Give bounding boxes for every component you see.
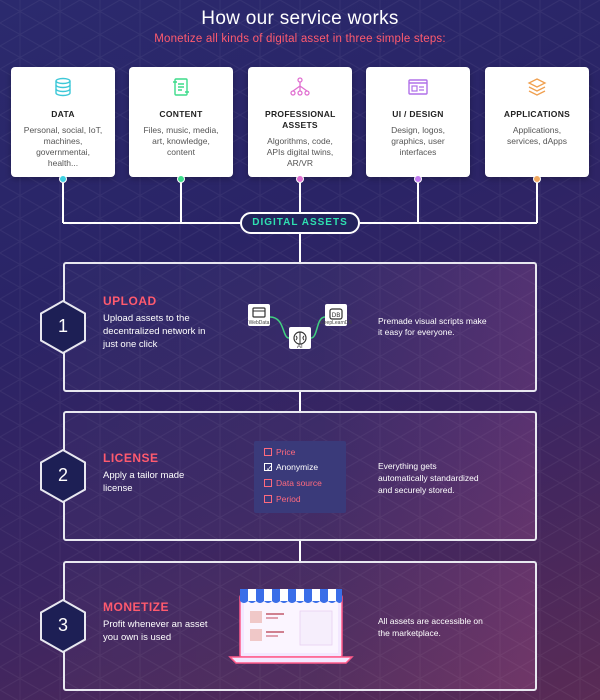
license-option-period[interactable]: Period: [264, 493, 301, 505]
script-node-ai[interactable]: [289, 327, 311, 349]
card-desc-line: Applications,: [512, 125, 562, 135]
step-note-line: Everything gets: [378, 461, 437, 471]
step-note-line: it easy for everyone.: [378, 327, 455, 337]
hexagon-badge: [40, 299, 86, 355]
card-desc-line: content: [167, 147, 195, 157]
card-desc-line: graphics, user: [391, 136, 445, 146]
script-node-label: AI: [297, 344, 303, 350]
content-icon: [173, 78, 189, 96]
card-connector-dot: [414, 175, 422, 183]
step-number: 2: [57, 465, 68, 485]
step-note-line: automatically standardized: [378, 473, 479, 483]
step-title: UPLOAD: [103, 294, 157, 308]
page-subtitle: Monetize all kinds of digital asset in t…: [154, 33, 446, 45]
script-node-label: WebData: [248, 320, 270, 326]
checkbox-checked[interactable]: ✓: [264, 462, 273, 473]
step-title: MONETIZE: [103, 600, 169, 614]
card-desc-line: interfaces: [399, 147, 437, 157]
checkbox[interactable]: [264, 447, 272, 456]
card-data[interactable]: DATA Personal, social, IoT, machines, go…: [11, 67, 115, 177]
license-option-data-source[interactable]: Data source: [264, 477, 322, 489]
step-number: 3: [57, 615, 68, 635]
card-desc-line: AR/VR: [287, 158, 313, 168]
step-desc-line: Profit whenever an asset: [103, 619, 208, 630]
card-connector-dot: [296, 175, 304, 183]
hexagon-badge: [40, 598, 86, 654]
card-title: CONTENT: [159, 109, 203, 119]
card-connector-dot: [177, 175, 185, 183]
card-title: APPLICATIONS: [503, 109, 571, 119]
db-icon: DB: [329, 308, 343, 320]
step-desc-line: you own is used: [103, 632, 172, 643]
license-options-panel: Price ✓Anonymize Data source Period: [254, 441, 346, 513]
card-title: PROFESSIONAL ASSETS: [265, 109, 336, 130]
step-note-line: and securely stored.: [378, 485, 455, 495]
card-ui-design[interactable]: UI / DESIGN Design, logos, graphics, use…: [366, 67, 470, 177]
step-desc-line: just one click: [103, 339, 158, 350]
card-desc-line: APIs digital twins,: [266, 147, 334, 157]
step-title: LICENSE: [103, 451, 159, 465]
card-desc-line: art, knowledge,: [152, 136, 210, 146]
card-desc-line: Design, logos,: [391, 125, 445, 135]
step-note-line: All assets are accessible on: [378, 616, 483, 626]
card-desc-line: services, dApps: [507, 136, 567, 146]
digital-assets-hub: DIGITAL ASSETS: [240, 212, 360, 234]
card-title: DATA: [51, 109, 75, 119]
card-professional-assets[interactable]: PROFESSIONAL ASSETS Algorithms, code, AP…: [248, 67, 352, 177]
hexagon-badge: [40, 448, 86, 504]
brain-icon: [293, 331, 307, 345]
step-desc-line: Apply a tailor made: [103, 470, 185, 481]
card-content[interactable]: CONTENT Files, music, media, art, knowle…: [129, 67, 233, 177]
card-desc-line: governmentai,: [36, 147, 90, 157]
design-window-icon: [408, 79, 428, 95]
card-applications[interactable]: APPLICATIONS Applications, services, dAp…: [485, 67, 589, 177]
license-option-label: Period: [276, 494, 301, 504]
card-desc-line: Personal, social, IoT,: [23, 125, 103, 135]
step-note-line: Premade visual scripts make: [378, 316, 487, 326]
license-option-price[interactable]: Price: [264, 446, 295, 458]
page-title: How our service works: [201, 8, 399, 29]
script-node-deeplearndb[interactable]: DB: [325, 304, 347, 326]
marketplace-laptop-illustration: [228, 589, 354, 664]
step-note-line: the marketplace.: [378, 628, 441, 638]
card-desc-line: health...: [47, 158, 79, 168]
svg-text:DB: DB: [332, 312, 341, 319]
webdata-icon: [252, 307, 266, 318]
card-desc-line: Files, music, media,: [143, 125, 219, 135]
license-option-label: Data source: [276, 478, 322, 488]
database-icon: [55, 77, 71, 97]
script-node-webdata[interactable]: [248, 304, 270, 326]
step-desc-line: decentralized network in: [103, 326, 206, 337]
step-number: 1: [57, 316, 68, 336]
step-desc-line: Upload assets to the: [103, 313, 190, 324]
network-icon: [290, 77, 310, 96]
script-node-label: DeepLearnDB: [320, 320, 352, 326]
step-desc-line: license: [103, 483, 133, 494]
card-desc-line: machines,: [43, 136, 83, 146]
card-connector-dot: [533, 175, 541, 183]
check-icon: ✓: [266, 463, 273, 473]
license-option-anonymize[interactable]: ✓Anonymize: [264, 461, 318, 473]
shop-awning: [240, 589, 342, 603]
license-option-label: Anonymize: [276, 462, 319, 472]
card-desc-line: Algorithms, code,: [267, 136, 333, 146]
card-connector-dot: [59, 175, 67, 183]
checkbox[interactable]: [264, 494, 272, 503]
layers-icon: [527, 78, 547, 96]
license-option-label: Price: [276, 447, 296, 457]
card-title: UI / DESIGN: [392, 109, 444, 119]
checkbox[interactable]: [264, 478, 272, 487]
